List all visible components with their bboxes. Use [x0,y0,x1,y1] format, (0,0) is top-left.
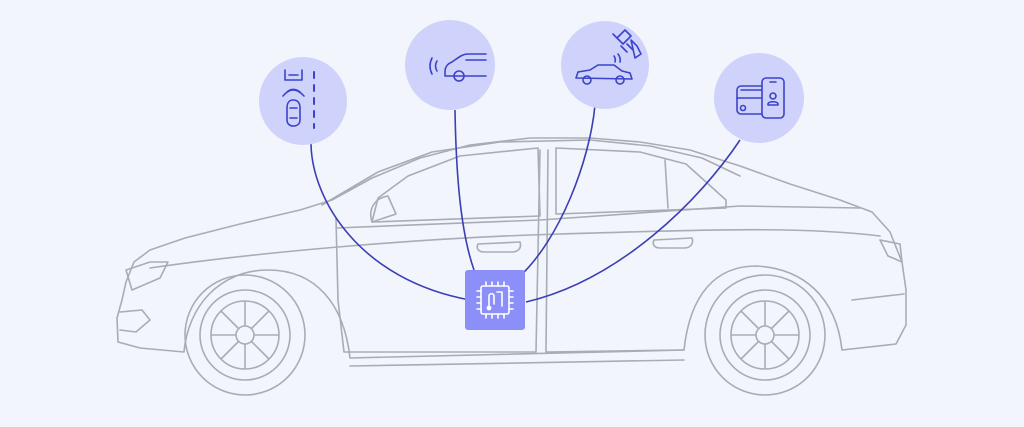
node-mobile-connectivity [714,53,804,143]
car-roof-line [321,139,741,206]
connector-satellite-navigation [517,104,596,279]
car-rear-window [555,147,727,215]
car-quarter-line [664,159,669,209]
node-satellite-navigation [561,21,649,109]
proximity-sensor-car-icon [429,53,487,82]
car-front-bumper [119,309,151,333]
node-circle [405,20,495,110]
satellite-car-icon [575,29,642,85]
car-rear-bumper [851,293,905,301]
car-rear-wheel [704,274,826,396]
car-body [116,137,907,359]
connector-mobile-connectivity [525,139,741,303]
car-headlight [125,261,169,291]
connector-lines [310,104,741,303]
car-rear-door-line [545,149,685,353]
node-lane-assist [259,57,347,145]
car-front-door-line [335,149,541,353]
ecu-chip [465,270,525,330]
car-front-door-handle [476,241,522,253]
car-taillight [879,239,903,263]
car-mirror [370,195,397,223]
car-shoulder-line [149,228,881,269]
connector-lane-assist [310,143,471,301]
car-outline [116,137,907,367]
node-parking-sensor [405,20,495,110]
node-circle [259,57,347,145]
lane-keeping-car-icon [282,69,315,129]
chip-background [465,270,525,330]
connector-parking-sensor [454,109,475,271]
microchip-icon [476,281,514,319]
car-rear-door-handle [652,237,694,249]
car-front-wheel [184,274,306,396]
car-phone-app-icon [736,77,785,119]
car-sill [349,359,685,367]
car-belt-line [335,205,861,229]
